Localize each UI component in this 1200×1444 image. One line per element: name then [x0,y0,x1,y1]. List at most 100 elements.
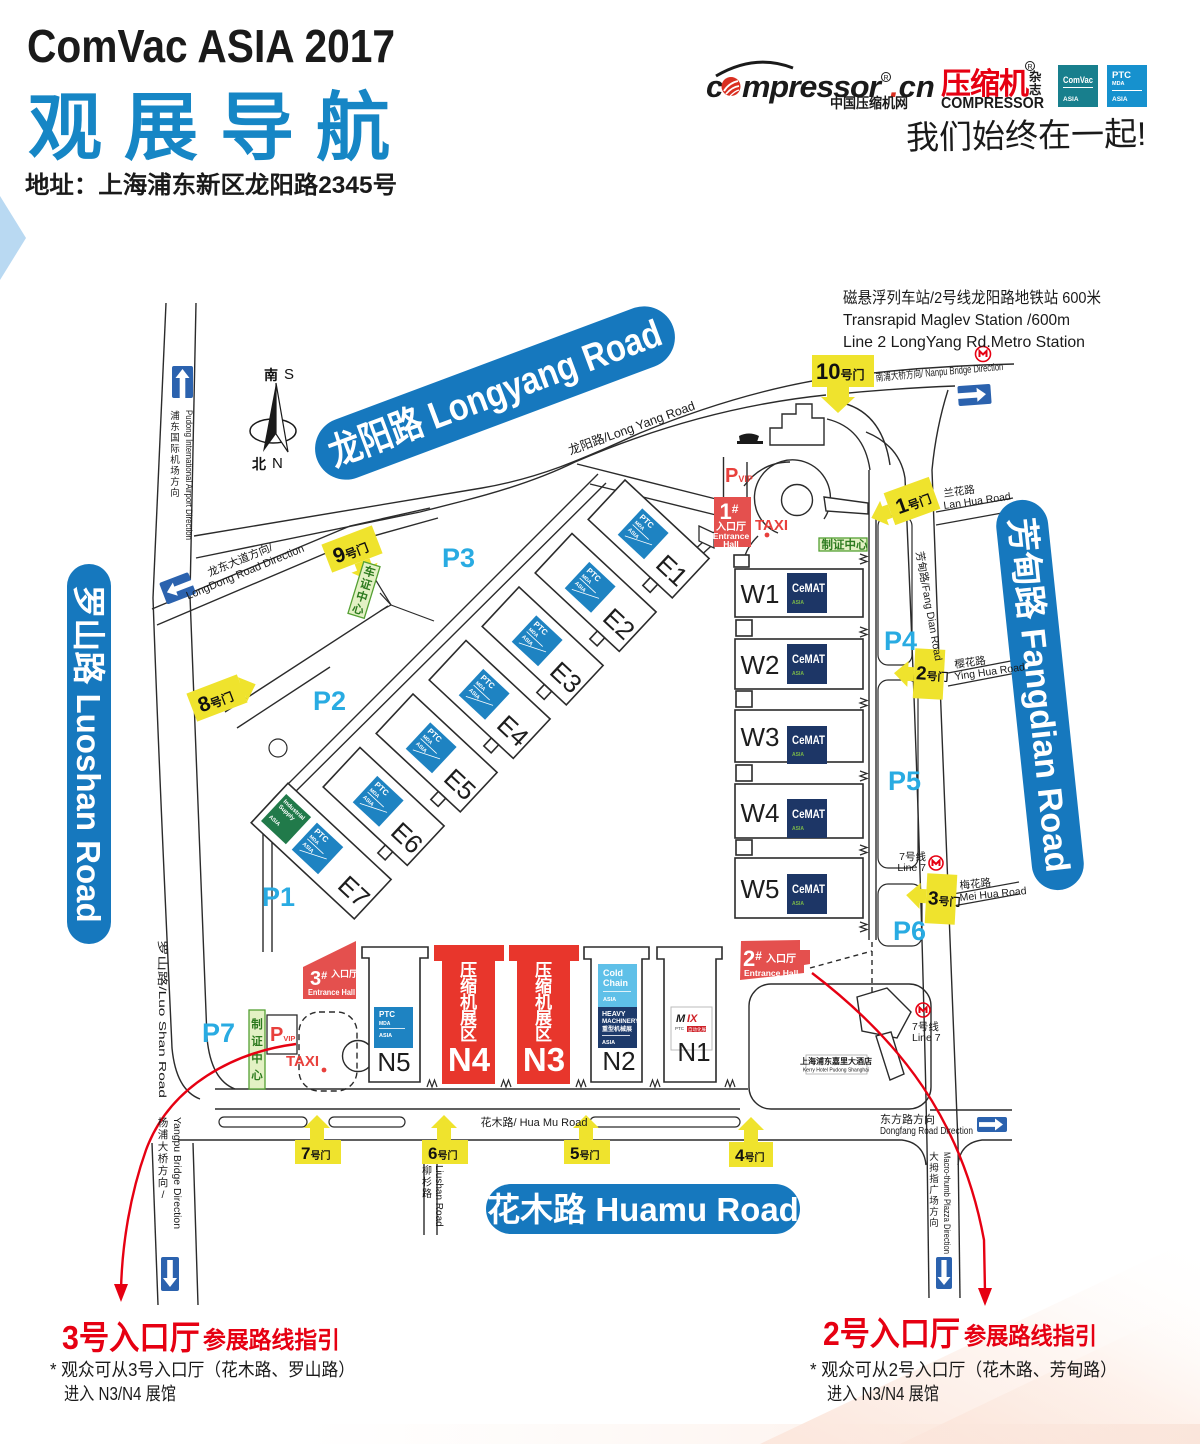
svg-text:ASIA: ASIA [603,997,616,1003]
svg-text:* 观众可从2号入口厅（花木路、芳甸路）: * 观众可从2号入口厅（花木路、芳甸路） [810,1360,1117,1380]
svg-text:PTC: PTC [379,1010,395,1019]
svg-text:N2: N2 [602,1046,635,1076]
svg-text:自动化展: 自动化展 [688,1026,706,1033]
svg-text:缩: 缩 [460,976,477,996]
svg-text:Line 7: Line 7 [912,1032,941,1044]
svg-text:芳甸路/Fang Dian Road: 芳甸路/Fang Dian Road [913,550,945,662]
svg-text:Hall: Hall [723,539,739,549]
svg-text:进入 N3/N4 展馆: 进入 N3/N4 展馆 [827,1384,939,1404]
svg-text:杂: 杂 [1029,69,1042,84]
svg-text:CeMAT: CeMAT [792,882,826,896]
svg-text:c: c [706,69,723,104]
svg-text:CeMAT: CeMAT [792,652,826,666]
svg-text:Line 7: Line 7 [897,862,926,874]
svg-text:Macro-thumb Plazza Direction: Macro-thumb Plazza Direction [941,1152,952,1254]
svg-text:MDA: MDA [1112,81,1125,87]
svg-text:* 观众可从3号入口厅（花木路、罗山路）: * 观众可从3号入口厅（花木路、罗山路） [50,1360,355,1380]
svg-text:ASIA: ASIA [1063,96,1079,103]
svg-text:Entrance Hall: Entrance Hall [308,987,355,997]
svg-text:P3: P3 [442,543,475,573]
svg-text:磁悬浮列车站/2号线龙阳路地铁站 600米: 磁悬浮列车站/2号线龙阳路地铁站 600米 [843,289,1101,307]
svg-text:Cold: Cold [603,968,623,978]
svg-text:ComVac: ComVac [1063,75,1093,85]
svg-text:机: 机 [460,992,477,1012]
svg-text:IX: IX [687,1013,698,1025]
svg-text:地址：上海浦东新区龙阳路2345号: 地址：上海浦东新区龙阳路2345号 [25,171,397,199]
svg-text:7号线: 7号线 [912,1020,939,1033]
svg-text:P1: P1 [262,882,295,912]
svg-text:Entrance Hall: Entrance Hall [744,968,798,978]
svg-text:W4: W4 [741,798,780,828]
svg-text:兰花路: 兰花路 [943,483,976,500]
svg-text:CeMAT: CeMAT [792,807,826,821]
svg-text:P4: P4 [884,626,917,656]
svg-text:W2: W2 [741,650,780,680]
svg-text:P2: P2 [313,686,346,716]
svg-text:ASIA: ASIA [792,826,804,832]
svg-text:ComVac ASIA 2017: ComVac ASIA 2017 [27,20,395,72]
svg-text:罗山路 Luoshan Road: 罗山路 Luoshan Road [70,585,107,922]
svg-text:ASIA: ASIA [792,671,804,677]
svg-text:机: 机 [535,992,552,1012]
svg-text:R: R [884,75,889,82]
svg-text:ASIA: ASIA [379,1033,392,1039]
svg-text:压: 压 [460,961,477,980]
svg-text:志: 志 [1029,82,1042,97]
svg-text:南: 南 [264,367,278,383]
svg-text:Kerry Hotel Pudong Shanghai: Kerry Hotel Pudong Shanghai [803,1068,869,1074]
svg-text:ASIA: ASIA [792,600,804,606]
svg-text:N5: N5 [377,1047,410,1077]
svg-text:W5: W5 [741,874,780,904]
svg-text:Pudong International Airport D: Pudong International Airport Direction [183,410,194,540]
svg-text:5号门: 5号门 [570,1144,599,1163]
svg-text:P6: P6 [893,916,926,946]
svg-text:3号入口厅: 3号入口厅 [62,1319,200,1356]
svg-text:压缩机: 压缩机 [941,68,1029,101]
svg-text:ASIA: ASIA [602,1040,615,1046]
svg-text:N: N [272,455,283,472]
svg-text:Line 2 LongYang Rd.Metro Stati: Line 2 LongYang Rd.Metro Station [843,334,1085,351]
svg-text:PTC: PTC [1112,70,1131,81]
svg-text:柳杉路: 柳杉路 [422,1164,432,1200]
svg-text:观展导航: 观展导航 [28,86,412,169]
svg-text:杨浦大桥方向/: 杨浦大桥方向/ [158,1116,169,1201]
svg-text:制证中心: 制证中心 [251,1017,263,1082]
svg-text:东方路方向: 东方路方向 [880,1112,935,1126]
svg-text:Chain: Chain [603,978,628,988]
svg-text:Entrance: Entrance [713,531,750,541]
svg-text:M: M [676,1013,686,1025]
svg-text:CeMAT: CeMAT [792,733,826,747]
svg-text:展: 展 [460,1009,477,1028]
svg-text:我们始终在一起!: 我们始终在一起! [906,115,1147,156]
svg-text:TAXI: TAXI [286,1053,319,1070]
svg-text:HEAVY: HEAVY [602,1011,626,1018]
svg-text:入口厅: 入口厅 [716,521,746,533]
svg-text:入口厅: 入口厅 [330,969,358,979]
svg-text:mpressor: mpressor [742,69,883,104]
svg-text:樱花路: 樱花路 [954,654,987,671]
svg-text:区: 区 [535,1025,552,1044]
svg-text:N3: N3 [523,1041,565,1078]
svg-text:压: 压 [535,961,552,980]
svg-text:Liushan Road: Liushan Road [433,1165,444,1227]
svg-text:PVIP: PVIP [725,465,753,487]
svg-text:上海浦东嘉里大酒店: 上海浦东嘉里大酒店 [800,1056,872,1066]
svg-text:MACHINERY: MACHINERY [602,1018,640,1025]
svg-text:北: 北 [252,456,266,472]
svg-text:2号入口厅: 2号入口厅 [823,1315,960,1352]
svg-text:7号线: 7号线 [899,850,926,863]
svg-text:CeMAT: CeMAT [792,581,826,595]
svg-text:南浦大桥方向/ Nanpu Bridge Direction: 南浦大桥方向/ Nanpu Bridge Direction [875,360,1004,384]
svg-text:重型机械展: 重型机械展 [602,1025,632,1033]
svg-text:龙阳路 Longyang Road: 龙阳路 Longyang Road [323,313,667,476]
svg-text:展: 展 [535,1009,552,1028]
svg-text:龙阳路/Long Yang Road: 龙阳路/Long Yang Road [566,398,697,458]
svg-text:W3: W3 [741,722,780,752]
svg-text:P7: P7 [202,1018,235,1048]
svg-text:.cn: .cn [890,69,935,104]
svg-text:进入 N3/N4 展馆: 进入 N3/N4 展馆 [64,1384,176,1404]
svg-text:制证中心: 制证中心 [822,538,868,552]
svg-text:区: 区 [460,1025,477,1044]
svg-text:Transrapid Maglev Station /600: Transrapid Maglev Station /600m [843,312,1070,329]
svg-text:N1: N1 [677,1037,710,1067]
